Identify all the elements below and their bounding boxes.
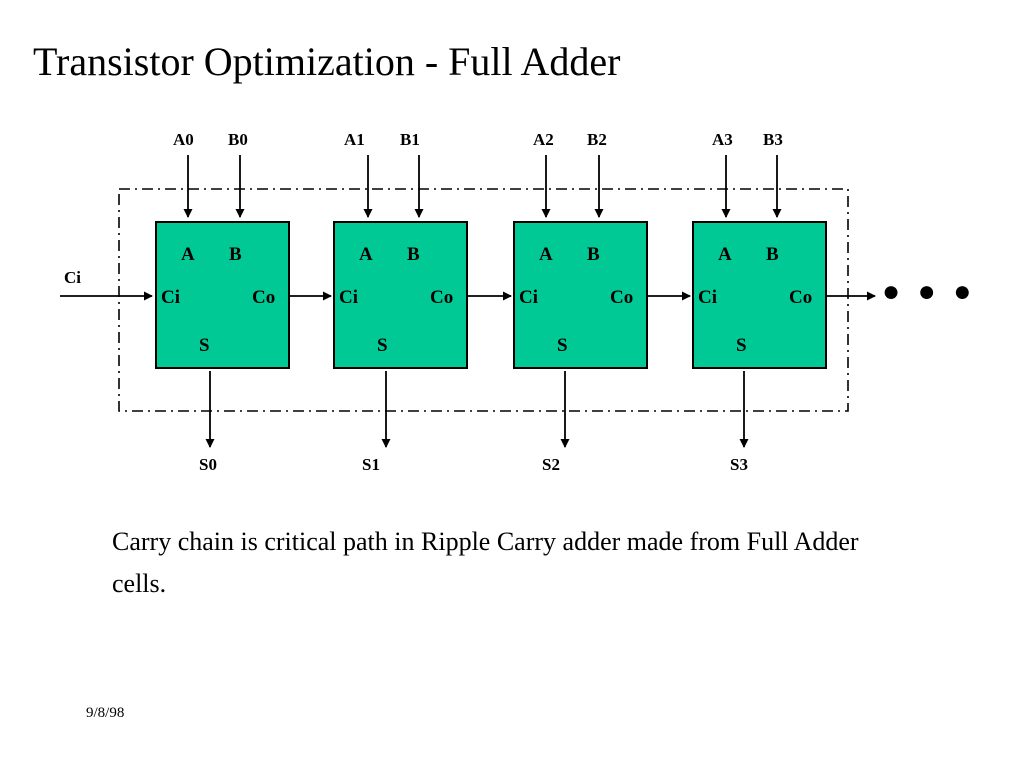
input-label-a3: A3 bbox=[712, 130, 733, 149]
input-label-b1: B1 bbox=[400, 130, 420, 149]
full-adder-cell-0[interactable]: A B Ci Co S bbox=[155, 221, 290, 369]
input-label-b2: B2 bbox=[587, 130, 607, 149]
full-adder-cell-3[interactable]: A B Ci Co S bbox=[692, 221, 827, 369]
cell-pin-co: Co bbox=[610, 287, 634, 308]
output-wires-s bbox=[205, 371, 749, 448]
input-label-b0: B0 bbox=[228, 130, 248, 149]
cell-pin-co: Co bbox=[430, 287, 454, 308]
cell-pin-ci: Ci bbox=[698, 287, 717, 308]
slide-caption: Carry chain is critical path in Ripple C… bbox=[112, 527, 859, 598]
cell-pin-ci: Ci bbox=[161, 287, 180, 308]
full-adder-cell-2[interactable]: A B Ci Co S bbox=[513, 221, 648, 369]
cell-pin-co: Co bbox=[789, 287, 813, 308]
carry-in-label: Ci bbox=[64, 268, 81, 287]
output-label-s1: S1 bbox=[362, 455, 380, 474]
output-label-s3: S3 bbox=[730, 455, 748, 474]
cell-pin-s: S bbox=[377, 335, 388, 356]
slide-date: 9/8/98 bbox=[86, 705, 125, 721]
cell-pin-b: B bbox=[587, 244, 600, 265]
input-label-a0: A0 bbox=[173, 130, 194, 149]
cell-pin-b: B bbox=[229, 244, 242, 265]
cell-pin-a: A bbox=[359, 244, 373, 265]
cell-pin-b: B bbox=[407, 244, 420, 265]
full-adder-cell-1[interactable]: A B Ci Co S bbox=[333, 221, 468, 369]
input-label-a1: A1 bbox=[344, 130, 365, 149]
cell-pin-a: A bbox=[181, 244, 195, 265]
input-label-a2: A2 bbox=[533, 130, 554, 149]
cell-pin-s: S bbox=[736, 335, 747, 356]
cell-pin-s: S bbox=[199, 335, 210, 356]
input-label-b3: B3 bbox=[763, 130, 783, 149]
cell-pin-b: B bbox=[766, 244, 779, 265]
cell-pin-ci: Ci bbox=[519, 287, 538, 308]
input-wires-a-b bbox=[183, 155, 782, 218]
cell-pin-ci: Ci bbox=[339, 287, 358, 308]
continuation-ellipsis: ● ● ● bbox=[882, 275, 977, 308]
slide-title: Transistor Optimization - Full Adder bbox=[33, 39, 621, 84]
output-label-s0: S0 bbox=[199, 455, 217, 474]
cell-pin-a: A bbox=[539, 244, 553, 265]
output-label-s2: S2 bbox=[542, 455, 560, 474]
cell-pin-co: Co bbox=[252, 287, 276, 308]
cell-pin-a: A bbox=[718, 244, 732, 265]
cell-pin-s: S bbox=[557, 335, 568, 356]
